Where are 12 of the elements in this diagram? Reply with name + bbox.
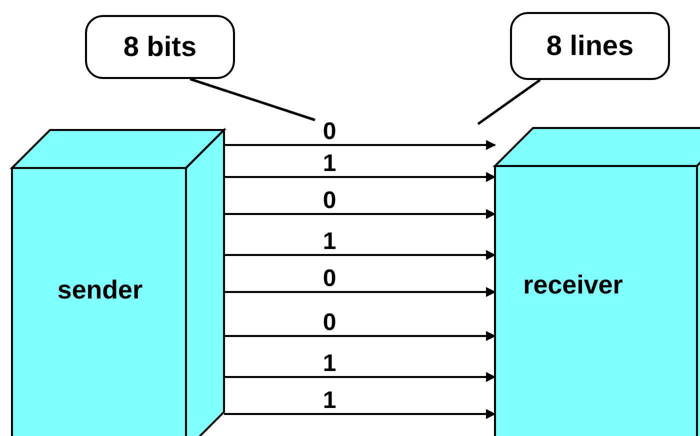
arrow <box>224 250 496 260</box>
arrow <box>224 172 496 182</box>
arrow <box>224 372 496 382</box>
callout-bubble: 8 bits <box>85 15 235 79</box>
arrow <box>224 140 496 150</box>
arrow <box>224 287 496 297</box>
arrow <box>224 409 496 419</box>
callout-bubble: 8 lines <box>510 12 670 80</box>
arrow <box>224 331 496 341</box>
leader-line <box>477 78 541 126</box>
arrow <box>224 209 496 219</box>
leader-line <box>190 78 316 122</box>
